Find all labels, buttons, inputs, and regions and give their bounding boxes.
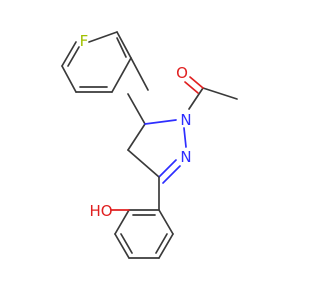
bond [111,57,132,93]
bond [158,233,174,259]
fluorophenyl-ring [61,31,132,93]
bond [162,165,181,184]
bond [116,31,132,59]
bond [183,127,187,148]
bond [127,93,146,125]
bond [202,87,238,100]
bond [127,123,146,151]
bond [144,119,177,125]
molecule-structure: F O N N HO [61,31,238,259]
bond [155,233,168,254]
bond [120,233,133,254]
bond [61,41,77,67]
bond [88,31,118,43]
pyrazoline-ring [127,119,187,184]
bond [188,87,204,110]
bond [116,37,127,58]
bond [67,46,80,67]
bond [130,57,149,91]
bond [158,209,174,235]
fluorine-label: F [80,32,89,50]
bond [184,81,199,94]
hydroxyphenyl-ring [114,209,174,259]
ring-nitrogen-1-label: N [180,111,191,129]
hydroxyl-label: HO [89,202,112,220]
carbonyl-oxygen-label: O [176,64,188,82]
bond [127,149,160,178]
bond [158,159,177,178]
bond [114,233,130,259]
bond [61,65,77,93]
ring-nitrogen-2-label: N [180,148,191,166]
bond [189,76,204,89]
acetyl-group [184,76,238,110]
bond [114,209,130,235]
